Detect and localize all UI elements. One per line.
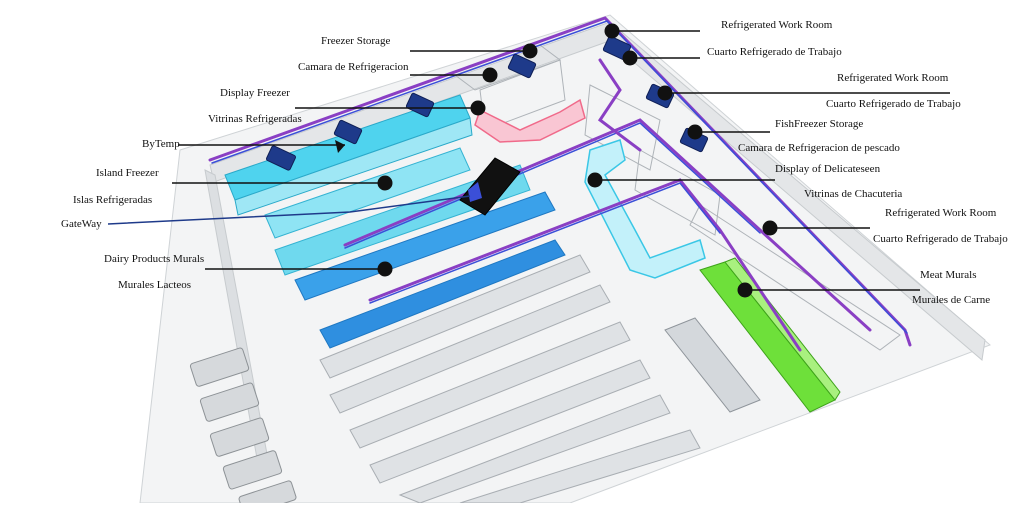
label-camara-refrigeracion: Camara de Refrigeracion <box>298 61 409 73</box>
label-camara-pescado: Camara de Refrigeracion de pescado <box>738 142 900 154</box>
label-vitrinas-chacuteria: Vitrinas de Chacuteria <box>804 188 903 200</box>
label-refrigerated-work-room-3: Refrigerated Work Room <box>885 207 997 219</box>
shelving-rows <box>319 254 701 504</box>
label-freezer-storage: Freezer Storage <box>321 35 391 47</box>
dairy-mural-2 <box>319 239 566 349</box>
callout-dots <box>377 23 778 298</box>
label-cuarto-refrigerado-3: Cuarto Refrigerado de Trabajo <box>873 233 1008 245</box>
label-dairy-products-murals: Dairy Products Murals <box>104 253 205 265</box>
label-murales-lacteos: Murales Lacteos <box>118 279 191 291</box>
sensor-icon <box>405 92 435 118</box>
label-meat-murals: Meat Murals <box>920 269 977 281</box>
label-island-freezer: Island Freezer <box>96 167 159 179</box>
label-cuarto-refrigerado-2: Cuarto Refrigerado de Trabajo <box>826 98 961 110</box>
island-freezer-1 <box>264 147 471 239</box>
pink-display <box>474 98 586 143</box>
dairy-mural-1 <box>294 191 556 301</box>
callout-lines <box>107 30 950 291</box>
sensor-icon <box>507 53 537 79</box>
label-bytemp: ByTemp <box>142 138 180 150</box>
label-display-delicateseen: Display of Delicateseen <box>775 163 881 175</box>
label-fishfreezer-storage: FishFreezer Storage <box>775 118 864 130</box>
center-counter <box>664 317 761 413</box>
sensor-icon <box>265 145 297 171</box>
label-gateway: GateWay <box>61 218 102 230</box>
label-vitrinas-refrigeradas: Vitrinas Refrigeradas <box>208 113 302 125</box>
label-cuarto-refrigerado-1: Cuarto Refrigerado de Trabajo <box>707 46 842 58</box>
label-refrigerated-work-room-2: Refrigerated Work Room <box>837 72 949 84</box>
label-islas-refrigeradas: Islas Refrigeradas <box>73 194 153 206</box>
label-display-freezer: Display Freezer <box>220 87 290 99</box>
label-refrigerated-work-room-1: Refrigerated Work Room <box>721 19 833 31</box>
sensor-icon <box>333 119 363 145</box>
label-murales-carne: Murales de Carne <box>912 294 991 306</box>
gateway-icon <box>459 157 521 216</box>
arrow-icon <box>335 140 345 153</box>
